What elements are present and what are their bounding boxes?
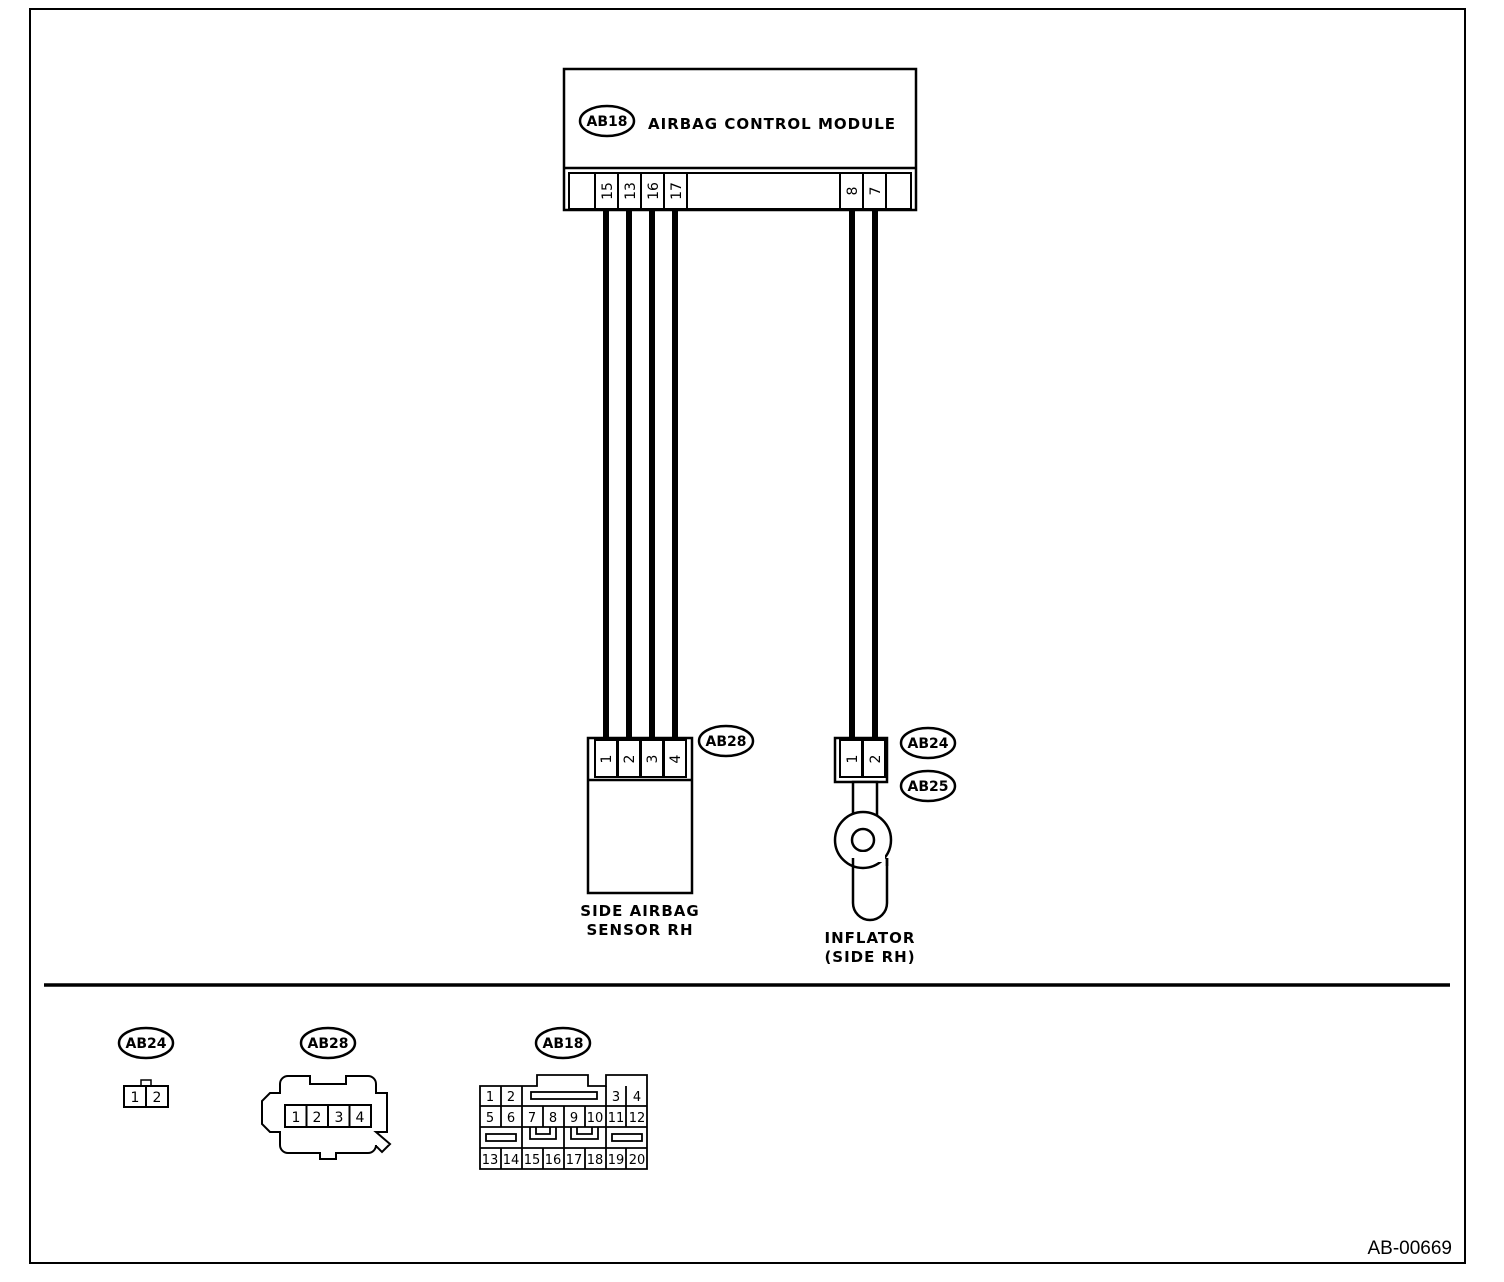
svg-text:1: 1 xyxy=(131,1090,140,1106)
module-pin-17: 17 xyxy=(669,182,685,200)
svg-text:1: 1 xyxy=(292,1110,301,1126)
sensor-connector-tag xyxy=(697,724,755,758)
svg-text:3: 3 xyxy=(335,1110,344,1126)
svg-text:19: 19 xyxy=(608,1153,625,1168)
inflator-connector-tag-2-text: AB25 xyxy=(908,779,949,795)
module-pin-15: 15 xyxy=(600,182,616,200)
svg-text:5: 5 xyxy=(486,1111,494,1126)
outer-frame xyxy=(29,8,1466,1264)
svg-text:4: 4 xyxy=(356,1110,365,1126)
connector-view-ab28: AB28 1 2 3 4 xyxy=(261,1026,392,1160)
inflator-connector-tag-1-text: AB24 xyxy=(908,736,949,752)
svg-text:17: 17 xyxy=(566,1153,583,1168)
sensor-label-line2: SENSOR RH xyxy=(586,921,693,939)
svg-text:1: 1 xyxy=(486,1090,494,1105)
airbag-control-module: AB18 AIRBAG CONTROL MODULE 15 13 16 17 8… xyxy=(562,67,918,212)
wire-harness xyxy=(603,210,878,738)
svg-text:AB18: AB18 xyxy=(543,1036,584,1052)
inflator-label-line1: INFLATOR xyxy=(825,929,916,947)
svg-text:6: 6 xyxy=(507,1111,515,1126)
module-pin-16: 16 xyxy=(646,182,662,200)
module-pin-7: 7 xyxy=(868,187,884,196)
inflator-pin-1: 1 xyxy=(845,755,861,764)
module-connector-tag xyxy=(578,104,636,138)
svg-text:16: 16 xyxy=(545,1153,562,1168)
svg-text:13: 13 xyxy=(482,1153,499,1168)
side-airbag-sensor: 1 2 3 4 AB28 SIDE AIRBAG SENSOR RH xyxy=(580,724,755,939)
connector-view-ab24: AB24 1 2 xyxy=(117,1026,175,1108)
sensor-connector-tag-text: AB28 xyxy=(706,734,747,750)
inflator-connector-tag-1 xyxy=(899,726,957,760)
svg-text:AB28: AB28 xyxy=(308,1036,349,1052)
svg-text:9: 9 xyxy=(570,1111,578,1126)
diagram-id: AB-00669 xyxy=(1367,1238,1452,1259)
svg-text:AB24: AB24 xyxy=(126,1036,167,1052)
module-pin-8: 8 xyxy=(845,187,861,196)
module-connector-tag-text: AB18 xyxy=(587,114,628,130)
svg-text:8: 8 xyxy=(549,1111,557,1126)
inflator-label-line2: (SIDE RH) xyxy=(824,948,915,966)
svg-text:3: 3 xyxy=(612,1090,620,1105)
svg-text:11: 11 xyxy=(608,1111,625,1126)
svg-text:7: 7 xyxy=(528,1111,536,1126)
inflator: 1 2 AB24 AB25 INFLATOR (SIDE RH) xyxy=(824,726,957,966)
sensor-pin-1: 1 xyxy=(599,755,615,764)
svg-text:12: 12 xyxy=(629,1111,646,1126)
sensor-label-line1: SIDE AIRBAG xyxy=(580,902,699,920)
sensor-pin-4: 4 xyxy=(668,754,684,763)
module-pin-cells xyxy=(594,172,887,210)
sensor-pin-2: 2 xyxy=(622,755,638,764)
connector-view-ab18: AB18 xyxy=(479,1026,648,1170)
svg-text:10: 10 xyxy=(587,1111,604,1126)
svg-text:2: 2 xyxy=(507,1090,515,1105)
svg-text:20: 20 xyxy=(629,1153,646,1168)
svg-text:4: 4 xyxy=(633,1090,641,1105)
module-name: AIRBAG CONTROL MODULE xyxy=(648,115,896,133)
svg-text:2: 2 xyxy=(153,1090,162,1106)
svg-text:2: 2 xyxy=(313,1110,322,1126)
inflator-pin-2: 2 xyxy=(868,755,884,764)
inflator-connector-tag-2 xyxy=(899,769,957,803)
sensor-pin-3: 3 xyxy=(645,755,661,764)
svg-text:18: 18 xyxy=(587,1153,604,1168)
inflator-body xyxy=(851,858,889,922)
module-pin-13: 13 xyxy=(623,182,639,200)
svg-text:14: 14 xyxy=(503,1153,520,1168)
svg-text:15: 15 xyxy=(524,1153,541,1168)
